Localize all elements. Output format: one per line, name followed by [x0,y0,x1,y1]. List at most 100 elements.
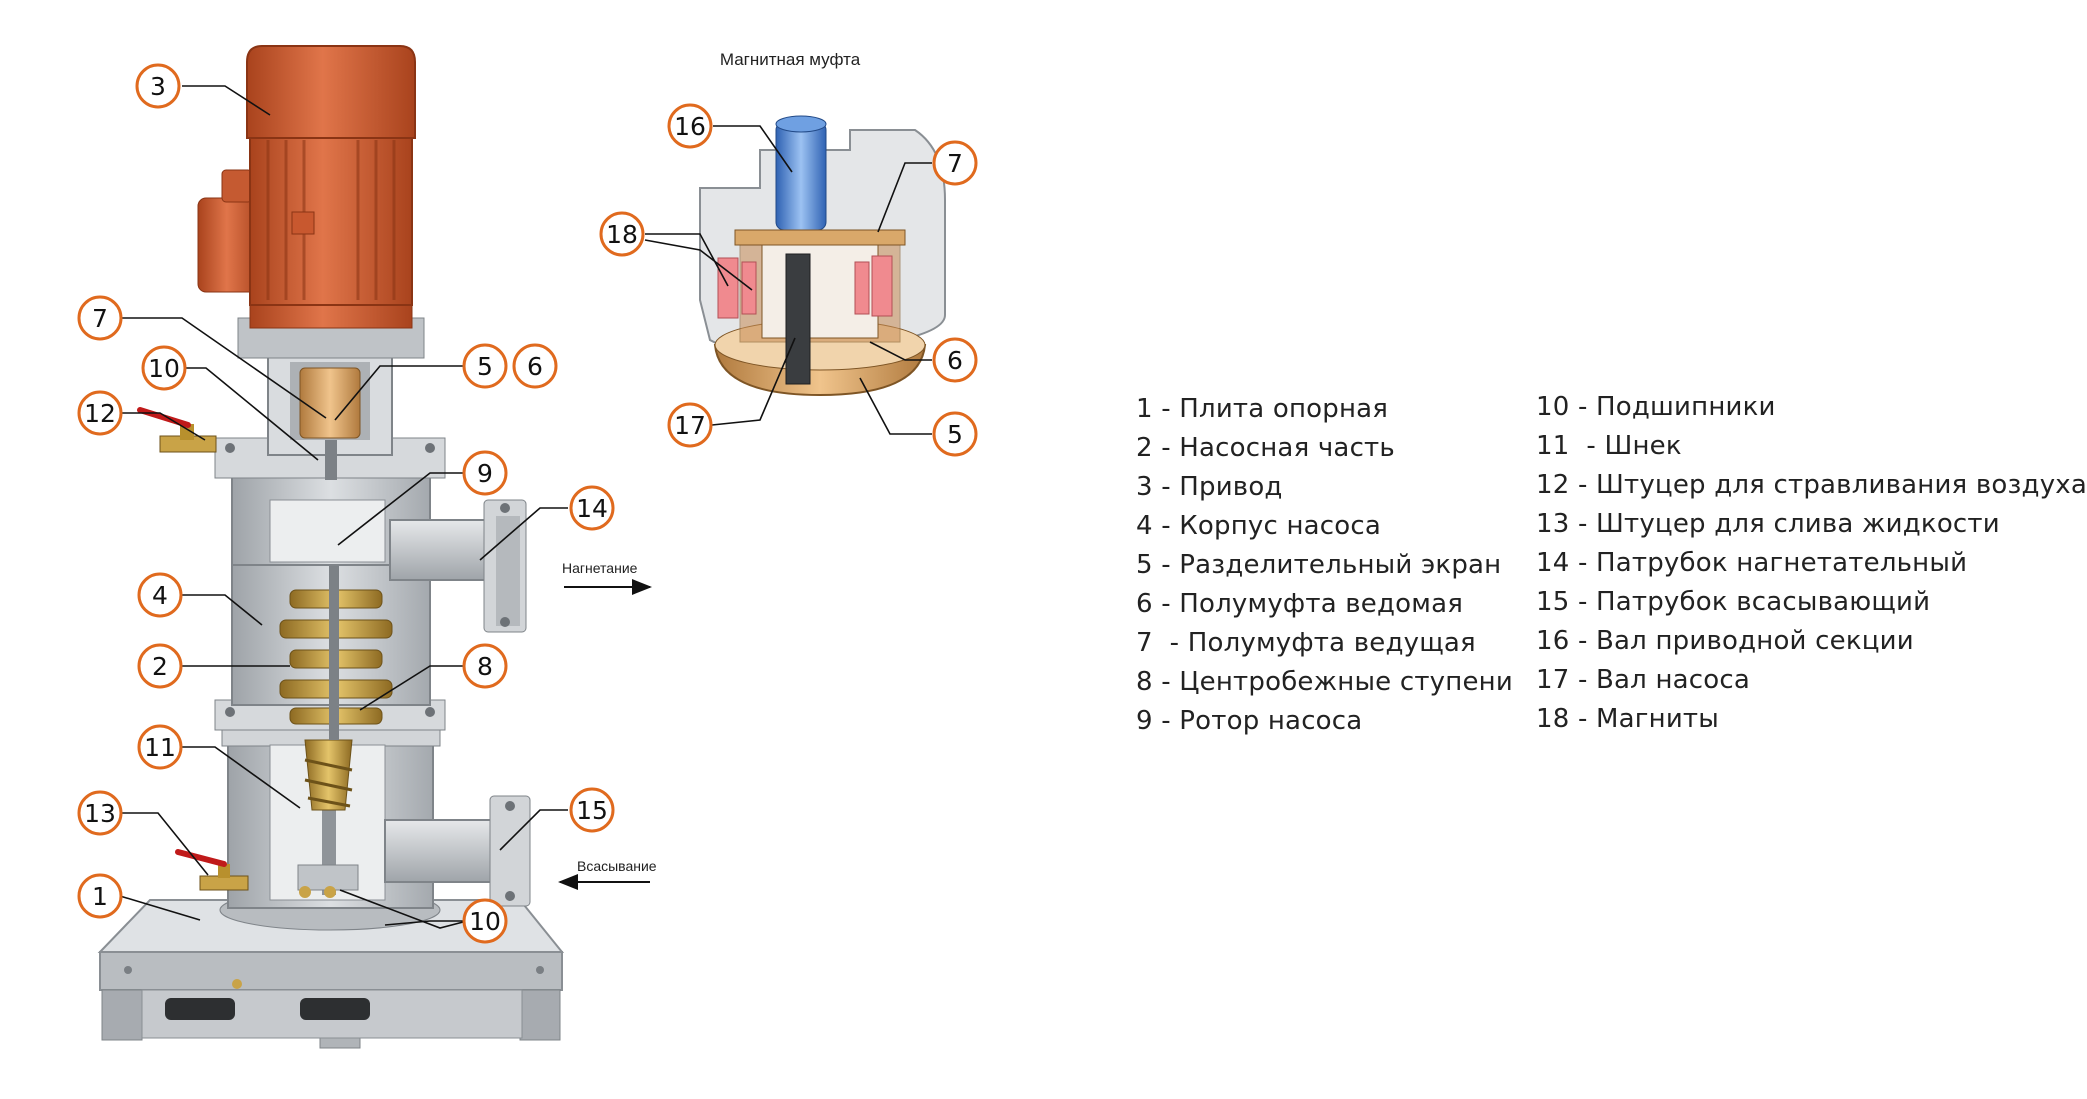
callout-badge: 8 [462,643,508,689]
pump-casing [214,437,446,931]
callout-number: 7 [947,149,963,178]
legend-item: 3 - Привод [1136,472,1283,502]
callout-badge: 15 [569,787,615,833]
callout-badge: 11 [137,724,183,770]
callout-circle [77,295,123,341]
callout-badge: 14 [569,485,615,531]
callout-circle [462,643,508,689]
legend-item: 7 - Полумуфта ведущая [1136,628,1476,658]
callout-circle [569,485,615,531]
callout-number: 2 [152,652,168,681]
callout-badge: 7 [932,140,978,186]
leader-lines [119,85,932,929]
inset-title: Магнитная муфта [720,50,861,69]
legend-item: 16 - Вал приводной секции [1536,626,1914,656]
callout-number: 5 [947,420,963,449]
callout-badge: 12 [77,390,123,436]
callout-circle [137,572,183,618]
coupling-lantern [267,354,393,480]
legend-item: 9 - Ротор насоса [1136,706,1363,736]
callout-number: 14 [576,494,608,523]
legend-item: 2 - Насосная часть [1136,433,1395,463]
callout-number: 12 [84,399,116,428]
callout-number: 10 [469,907,501,936]
callout-badge: 1 [77,873,123,919]
legend-item: 18 - Магниты [1536,704,1719,734]
discharge-label: Нагнетание [562,560,638,576]
callout-circle [137,724,183,770]
callout-circles: 3 7 10 12 5 6 9 14 4 2 8 11 13 15 1 10 16 7 18 6 17 5 [77,63,978,944]
callout-number: 13 [84,799,116,828]
callout-circle [932,140,978,186]
callout-number: 7 [92,304,108,333]
callout-circle [569,787,615,833]
legend-item: 4 - Корпус насоса [1136,511,1382,541]
callout-circle [77,390,123,436]
flow-arrows: Нагнетание Всасывание [558,560,657,890]
callout-number: 5 [477,352,493,381]
air-vent-valve [137,407,217,453]
legend-left: 1 - Плита опорная 2 - Насосная часть 3 - П… [1136,390,1513,741]
magnetic-coupling-inset: Магнитная муфта [699,50,946,397]
callout-number: 6 [947,346,963,375]
callout-number: 10 [148,354,180,383]
callout-number: 15 [576,796,608,825]
legend-item: 10 - Подшипники [1536,392,1776,422]
legend-item: 13 - Штуцер для слива жидкости [1536,509,2000,539]
suction-label: Всасывание [577,858,657,874]
callout-circle [141,345,187,391]
callout-badge: 13 [77,790,123,836]
callout-circle [599,211,645,257]
callout-badge: 17 [667,402,713,448]
callout-number: 18 [606,220,638,249]
callout-number: 9 [477,459,493,488]
callout-circle [462,450,508,496]
callout-number: 16 [674,112,706,141]
pump-diagram: Магнитная муфта Нагнетание Всасывание [77,45,978,1049]
callout-circle [462,343,508,389]
callout-circle [932,337,978,383]
legend-item: 6 - Полумуфта ведомая [1136,589,1464,619]
motor [197,45,425,359]
callout-badge: 2 [137,643,183,689]
callout-circle [462,898,508,944]
callout-number: 17 [674,411,706,440]
legend-item: 1 - Плита опорная [1136,394,1389,424]
callout-number: 4 [152,581,168,610]
callout-badge: 10 [141,345,187,391]
callout-badge: 4 [137,572,183,618]
callout-badge: 18 [599,211,645,257]
callout-badge: 6 [932,337,978,383]
callout-number: 6 [527,352,543,381]
callout-circle [137,643,183,689]
callout-badge: 16 [667,103,713,149]
callout-badge: 5 [932,411,978,457]
callout-badge: 3 [135,63,181,109]
callout-badge: 7 [77,295,123,341]
pump-illustration [97,45,565,1049]
callout-circle [77,873,123,919]
callout-number: 3 [150,72,166,101]
discharge-nozzle [389,499,527,633]
legend-item: 14 - Патрубок нагнетательный [1536,548,1968,578]
legend-item: 15 - Патрубок всасывающий [1536,587,1931,617]
legend-item: 17 - Вал насоса [1536,665,1751,695]
legend-item: 8 - Центробежные ступени [1136,667,1513,697]
suction-nozzle [384,795,531,907]
base-plate [97,899,565,1049]
callout-number: 11 [144,733,176,762]
callout-badge: 9 [462,450,508,496]
legend-item: 11 - Шнек [1536,431,1682,461]
callout-badge: 5 [462,343,508,389]
callout-circle [512,343,558,389]
callout-number: 1 [92,882,108,911]
callout-badge: 6 [512,343,558,389]
callout-circle [667,103,713,149]
legend-item: 5 - Разделительный экран [1136,550,1502,580]
callout-circle [135,63,181,109]
callout-number: 8 [477,652,493,681]
callout-badge: 10 [462,898,508,944]
callout-circle [77,790,123,836]
callout-circle [667,402,713,448]
